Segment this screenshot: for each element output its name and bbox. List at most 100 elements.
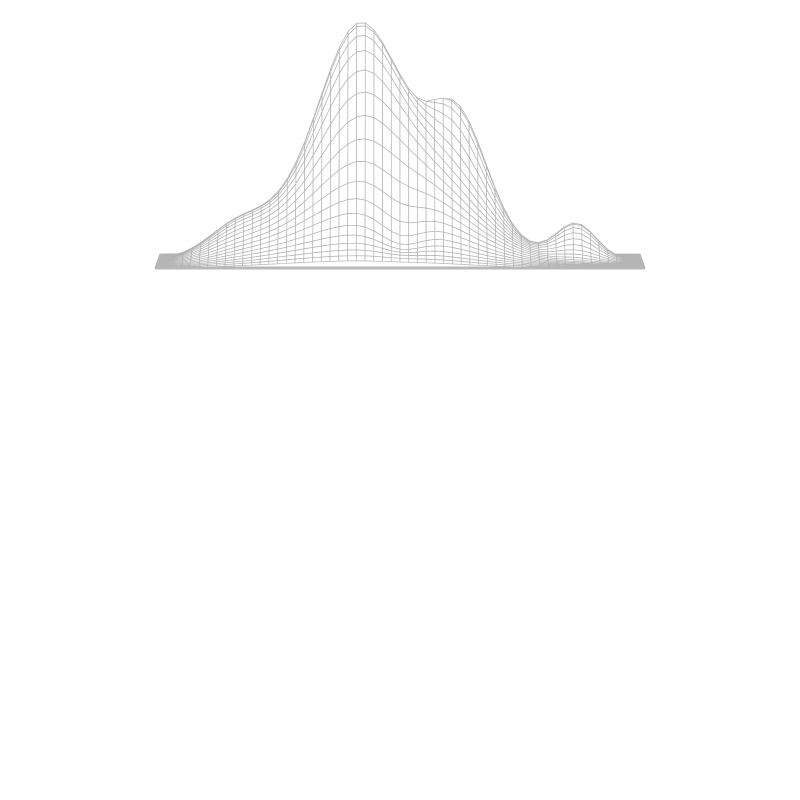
mesh-cell	[338, 249, 348, 257]
mesh-cell	[259, 261, 270, 266]
mesh-cell	[347, 139, 357, 166]
mesh-cell	[399, 234, 410, 245]
mesh-cell	[425, 245, 436, 252]
mesh-cell	[356, 50, 366, 73]
mesh-cell	[329, 255, 340, 262]
mesh-cell	[347, 234, 357, 244]
mesh-cell	[329, 226, 340, 238]
mesh-cell	[338, 242, 348, 251]
mesh-cell	[564, 249, 575, 255]
mesh-cell	[425, 258, 436, 264]
mesh-cell	[478, 262, 488, 267]
mesh-cell	[408, 251, 418, 256]
mesh-cell	[329, 250, 340, 257]
mesh-cell	[425, 230, 436, 242]
mesh-cell	[347, 180, 357, 200]
mesh-cell	[434, 230, 444, 241]
mesh-cell	[338, 224, 349, 237]
mesh-cell	[425, 250, 436, 256]
mesh-cell	[215, 264, 226, 267]
mesh-cell	[356, 224, 366, 237]
mesh-cell	[338, 199, 349, 216]
mesh-cell	[320, 256, 331, 263]
mesh-cell	[347, 242, 357, 251]
mesh-cell	[425, 207, 436, 222]
mesh-cell	[242, 262, 252, 266]
mesh-cell	[364, 160, 375, 187]
mesh-cell	[233, 263, 243, 267]
mesh-cell	[347, 198, 357, 214]
mesh-cell	[399, 181, 410, 207]
mesh-cell	[338, 234, 348, 245]
mesh-cell	[347, 224, 357, 236]
mesh-cell	[312, 256, 322, 263]
mesh-cell	[417, 189, 427, 209]
mesh-cell	[355, 249, 366, 257]
mesh-cell	[382, 256, 392, 263]
mesh-cell	[373, 255, 383, 262]
mesh-cell	[320, 250, 331, 258]
mesh-cell	[364, 69, 375, 96]
mesh-cell	[277, 259, 287, 265]
mesh-cell	[294, 258, 305, 264]
mesh-cell	[408, 221, 418, 237]
mesh-cell	[390, 257, 401, 263]
mesh-cell	[443, 259, 453, 265]
mesh-cell	[399, 257, 410, 263]
mesh-cell	[268, 260, 278, 265]
mesh-cell	[329, 243, 340, 252]
mesh-cell	[329, 235, 340, 246]
terrain-wireframe-mesh	[154, 22, 646, 269]
mesh-cell	[321, 244, 331, 253]
mesh-cell	[355, 234, 366, 245]
mesh-cell	[356, 161, 366, 183]
mesh-cell	[347, 212, 357, 226]
mesh-cell	[356, 91, 366, 118]
mesh-cell	[356, 198, 366, 216]
mesh-cell	[408, 258, 418, 263]
mesh-cell	[250, 261, 261, 266]
mesh-cell	[364, 91, 375, 119]
mesh-cell	[356, 35, 366, 53]
mesh-cell	[399, 243, 410, 250]
mesh-cell	[399, 220, 410, 237]
mesh-cell	[347, 255, 357, 262]
mesh-cell	[224, 263, 235, 267]
mesh-cell	[460, 261, 471, 266]
mesh-cell	[356, 25, 366, 37]
mesh-cell	[417, 206, 427, 223]
mesh-cell	[564, 244, 574, 251]
mesh-cell	[555, 249, 566, 255]
mesh-cell	[425, 238, 436, 247]
mesh-cell	[364, 138, 375, 165]
mesh-cell	[356, 180, 366, 201]
mesh-cell	[347, 161, 357, 184]
mesh-cell	[504, 264, 515, 268]
mesh-cell	[408, 186, 418, 208]
mesh-cell	[364, 114, 375, 142]
mesh-cell	[434, 245, 445, 252]
mesh-cell	[303, 257, 313, 263]
mesh-cell	[356, 114, 366, 141]
mesh-cell	[469, 261, 480, 266]
mesh-cell	[285, 258, 296, 264]
mesh-cell	[356, 69, 366, 95]
mesh-cell	[347, 249, 357, 257]
mesh-cell	[355, 242, 366, 251]
mesh-cell	[364, 255, 375, 262]
mesh-cell	[417, 250, 427, 256]
mesh-cell	[364, 250, 375, 257]
mesh-cell	[434, 220, 444, 233]
mesh-cell	[356, 212, 366, 228]
mesh-cell	[399, 202, 410, 224]
mesh-cell	[338, 213, 349, 228]
mesh-cell	[338, 255, 348, 262]
mesh-cell	[434, 259, 445, 264]
mesh-cell	[355, 255, 366, 262]
mesh-cell	[452, 260, 462, 265]
mesh-cell	[425, 220, 436, 233]
mesh-cell	[487, 263, 497, 267]
mesh-cell	[408, 205, 418, 224]
mesh-cell	[434, 239, 444, 247]
